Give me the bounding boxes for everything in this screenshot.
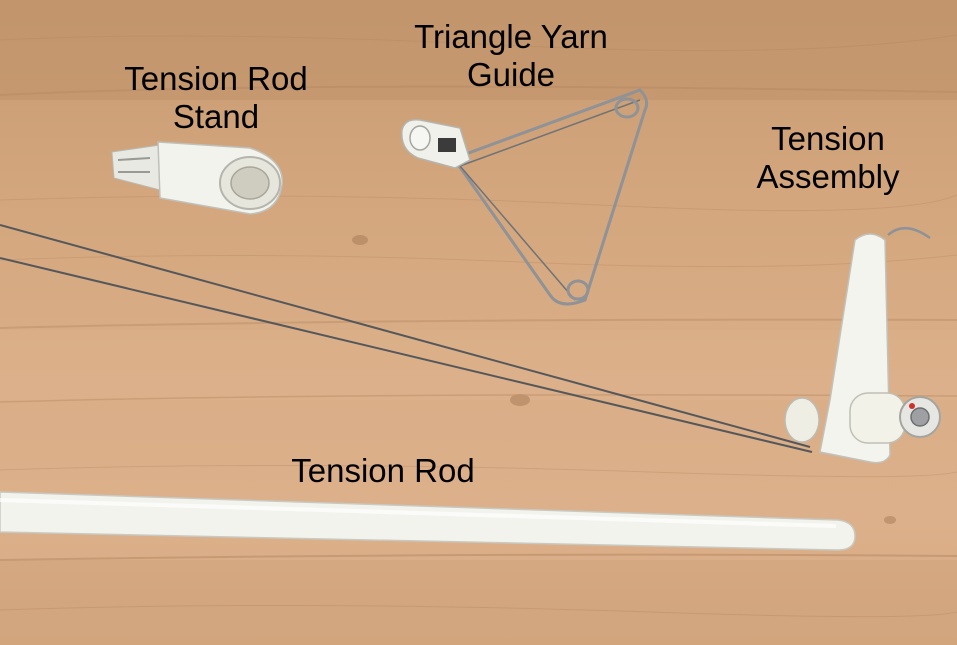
label-line-2: Guide <box>466 56 556 93</box>
label-line-2: Assembly <box>756 158 900 195</box>
label-line-1: Triangle Yarn <box>414 18 608 55</box>
tension-rod-stand <box>111 141 283 215</box>
label-tension-assembly: Tension Assembly <box>740 120 916 196</box>
label-line-2: Stand <box>172 98 260 135</box>
label-line-1: Tension Rod <box>124 60 308 97</box>
label-tension-rod-stand: Tension Rod Stand <box>100 60 332 136</box>
triangle-yarn-guide <box>401 88 649 306</box>
label-tension-rod: Tension Rod <box>291 452 475 489</box>
label-line-1: Tension <box>771 120 885 157</box>
tension-assembly <box>784 227 941 464</box>
tension-wires <box>0 224 813 453</box>
label-triangle-yarn-guide: Triangle Yarn Guide <box>392 18 630 94</box>
tension-rod <box>0 491 856 551</box>
